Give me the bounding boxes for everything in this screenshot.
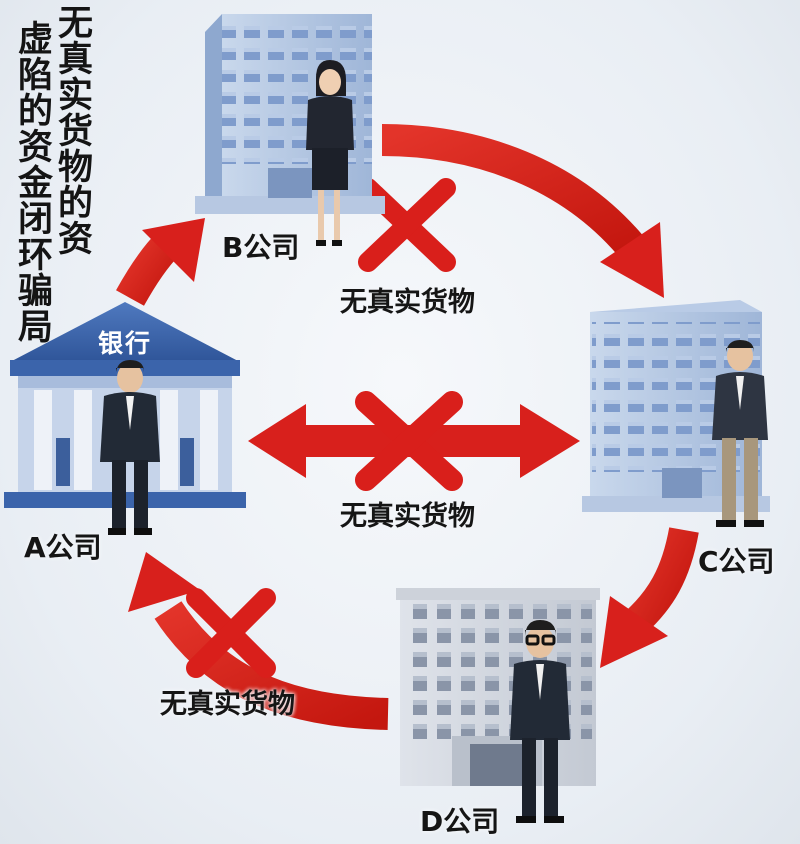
company-b-label: B公司 <box>222 231 300 264</box>
no-goods-label-middle: 无真实货物 <box>340 501 475 532</box>
person-a <box>100 360 160 535</box>
arrow-d-to-a <box>128 552 389 730</box>
office-building-b <box>195 14 385 214</box>
person-b <box>306 60 354 246</box>
no-goods-label-bottom: 无真实货物 <box>160 689 295 720</box>
person-c <box>712 340 768 527</box>
bank-sign: 银行 <box>98 329 152 358</box>
arrow-b-to-c <box>381 124 664 298</box>
cross-icon-bottom <box>186 588 276 678</box>
cross-icon-middle <box>355 391 463 491</box>
office-building-d <box>396 588 600 786</box>
title-line-2: 虚陷的资金闭环骗局 <box>12 20 52 344</box>
arrow-c-to-d <box>600 527 699 668</box>
person-d <box>510 620 570 823</box>
arrow-a-to-b <box>116 218 205 306</box>
company-c-label: C公司 <box>698 545 775 578</box>
company-d-label: D公司 <box>420 805 500 838</box>
no-goods-label-top: 无真实货物 <box>340 287 475 318</box>
company-a-label: A公司 <box>24 531 102 564</box>
title-line-1: 无真实货物的资 <box>52 4 92 256</box>
